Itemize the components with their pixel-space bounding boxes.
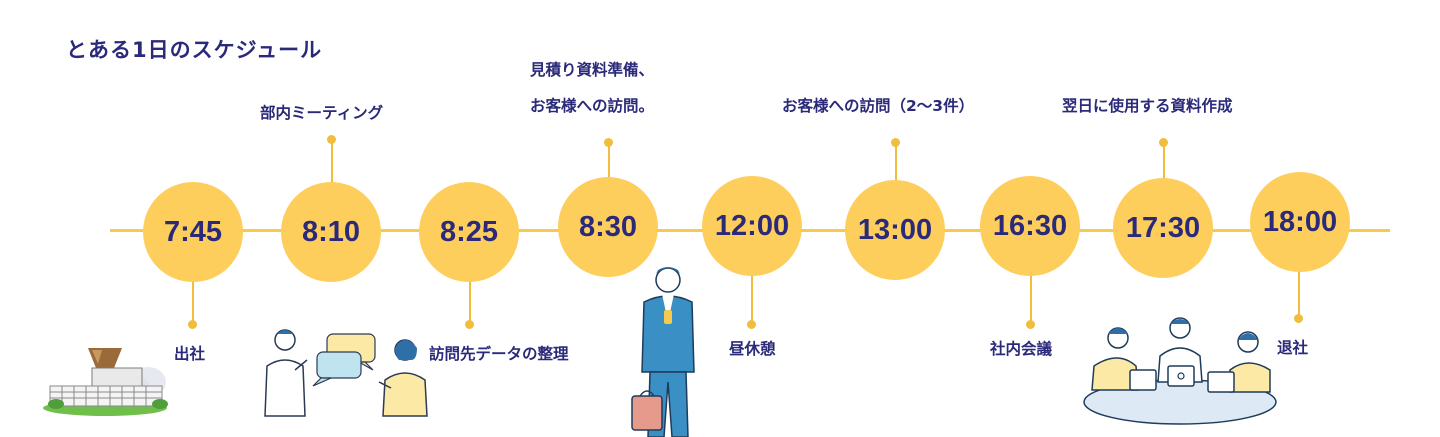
event-lunch: 昼休憩 bbox=[729, 340, 776, 358]
event-estimate-line1: 見積り資料準備、 bbox=[530, 61, 655, 79]
connector-830 bbox=[608, 144, 610, 180]
connector-dot-1630 bbox=[1026, 320, 1035, 329]
connector-dot-1200 bbox=[747, 320, 756, 329]
businessman-illustration bbox=[631, 267, 695, 437]
time-circle-745: 7:45 bbox=[143, 182, 243, 282]
time-circle-1630: 16:30 bbox=[980, 176, 1080, 276]
event-next-day-docs: 翌日に使用する資料作成 bbox=[1062, 97, 1233, 115]
connector-dot-1800 bbox=[1294, 314, 1303, 323]
connector-745 bbox=[192, 280, 194, 325]
event-arrival: 出社 bbox=[174, 345, 206, 363]
event-dept-meeting: 部内ミーティング bbox=[260, 104, 384, 122]
connector-825 bbox=[469, 282, 471, 325]
connector-1800 bbox=[1298, 270, 1300, 315]
time-circle-825: 8:25 bbox=[419, 182, 519, 282]
event-internal-meeting: 社内会議 bbox=[990, 340, 1053, 358]
connector-810 bbox=[331, 140, 333, 185]
connector-dot-830 bbox=[604, 138, 613, 147]
event-estimate-line2: お客様への訪問。 bbox=[530, 97, 655, 115]
time-circle-1800: 18:00 bbox=[1250, 172, 1350, 272]
time-circle-1200: 12:00 bbox=[702, 176, 802, 276]
event-client-visits: お客様への訪問（2〜3件） bbox=[782, 97, 975, 115]
connector-1630 bbox=[1030, 275, 1032, 325]
connector-dot-745 bbox=[188, 320, 197, 329]
time-circle-1730: 17:30 bbox=[1113, 178, 1213, 278]
connector-dot-825 bbox=[465, 320, 474, 329]
page-title: とある1日のスケジュール bbox=[66, 38, 323, 62]
event-leave: 退社 bbox=[1277, 339, 1309, 357]
connector-dot-810 bbox=[327, 135, 336, 144]
meeting-illustration bbox=[1083, 317, 1277, 425]
connector-1730 bbox=[1163, 144, 1165, 182]
time-circle-1300: 13:00 bbox=[845, 180, 945, 280]
conversation-illustration bbox=[264, 329, 428, 417]
event-data-organize: 訪問先データの整理 bbox=[429, 345, 569, 363]
time-circle-830: 8:30 bbox=[558, 177, 658, 277]
connector-1200 bbox=[751, 275, 753, 325]
connector-dot-1300 bbox=[891, 138, 900, 147]
connector-1300 bbox=[895, 144, 897, 186]
office-building-illustration bbox=[43, 348, 168, 416]
connector-dot-1730 bbox=[1159, 138, 1168, 147]
time-circle-810: 8:10 bbox=[281, 182, 381, 282]
